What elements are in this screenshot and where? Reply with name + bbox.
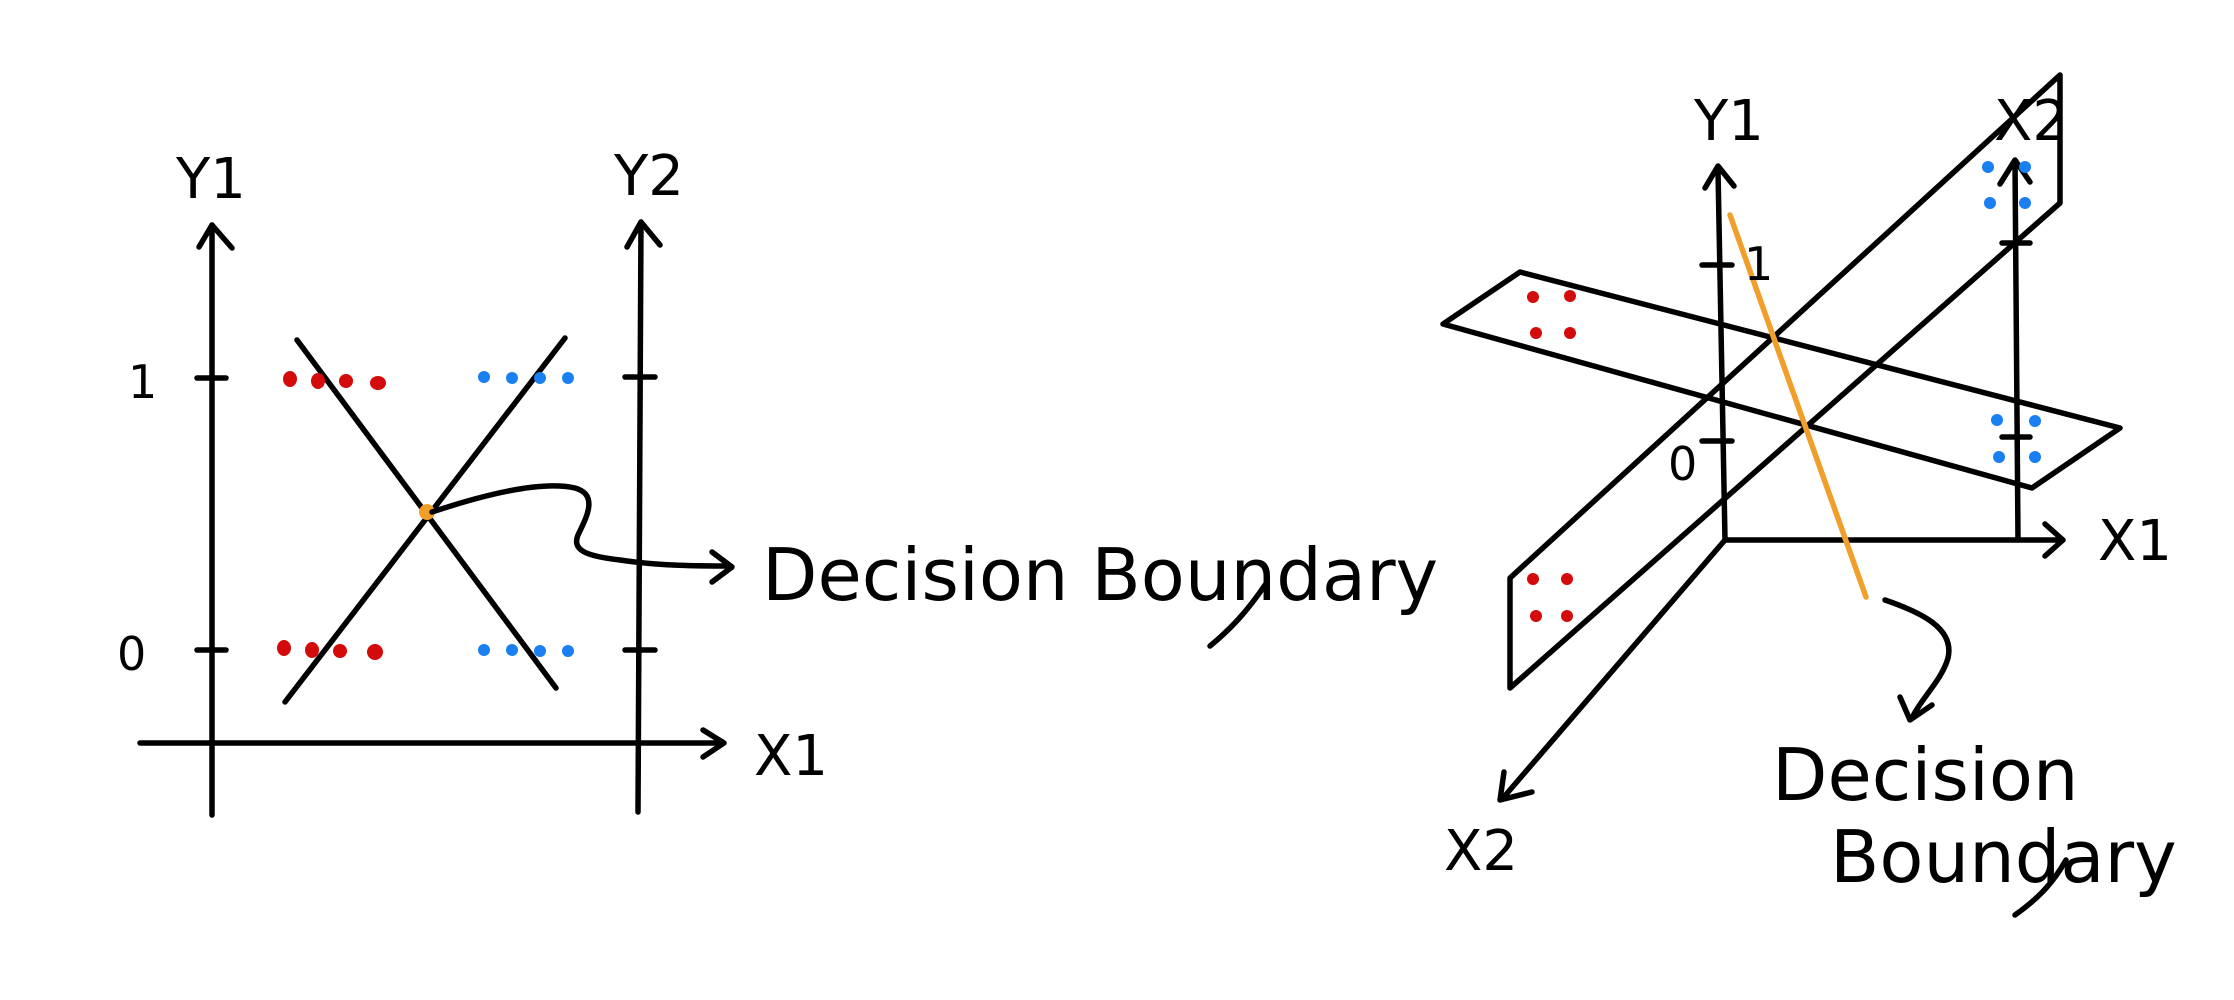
intersection-point (419, 504, 435, 520)
boundary-label-3d: Boundary (1830, 815, 2177, 899)
y2-axis-3d (2012, 159, 2021, 543)
x2-axis-3d (1500, 537, 1728, 801)
decision-boundary-line-3d (1727, 212, 1869, 600)
x1-axis-3d-arrowhead (2042, 521, 2066, 559)
x1-axis-label: X1 (754, 724, 828, 789)
y2-label-3d: X2 (1994, 89, 2068, 154)
red-points-lower-3d (1527, 573, 1573, 622)
decision-label-3d: Decision (1772, 733, 2079, 817)
red-points-upper-3d (1527, 290, 1576, 339)
x1-axis-arrowhead (700, 727, 727, 760)
right-3d-plot: Y1 X2 X1 X2 1 0 Decision Boundary (1440, 72, 2177, 918)
tick-label-3d-1: 1 (1744, 237, 1773, 291)
annotation-arrow (429, 483, 733, 569)
blue-points-bottom (478, 644, 574, 657)
y1-axis-3d (1715, 167, 1728, 543)
y2-axis (635, 219, 644, 815)
tick-label-3d-0: 0 (1668, 437, 1697, 491)
annotation-arrowhead-3d (1897, 694, 1935, 723)
plane-horizontal (1440, 269, 2123, 491)
x2-label-3d: X2 (1444, 819, 1518, 884)
decision-boundary-label: Decision Boundary (762, 533, 1438, 617)
red-points-top (283, 371, 386, 390)
y2-axis-3d-arrowhead (1997, 157, 2033, 187)
x2-axis-3d-arrowhead (1497, 769, 1535, 803)
y1-label-3d: Y1 (1693, 89, 1764, 154)
blue-points-upper-3d (1982, 161, 2031, 209)
boundary-line-ascending (282, 335, 568, 705)
y1-axis-label: Y1 (175, 147, 246, 212)
annotation-arrowhead (709, 549, 735, 585)
x1-label-3d: X1 (2098, 509, 2172, 574)
y2-axis-label: Y2 (613, 144, 684, 209)
red-points-bottom (277, 640, 383, 660)
decision-boundary-label-tail (1207, 582, 1268, 649)
y1-axis-3d-arrowhead (1702, 163, 1737, 191)
annotation-arrow-3d (1882, 597, 1952, 721)
left-2d-plot: Y1 Y2 X1 1 0 Decision Boundary (117, 144, 1438, 818)
plane-vertical (1507, 72, 2063, 691)
y2-axis-arrowhead (624, 219, 663, 250)
tick-label-1: 1 (128, 355, 157, 409)
blue-points-lower-3d (1991, 414, 2041, 463)
boundary-label-tail-3d (2012, 857, 2069, 918)
blue-points-top (478, 371, 574, 384)
tick-label-0: 0 (117, 627, 146, 681)
y1-axis-arrowhead (196, 222, 235, 251)
